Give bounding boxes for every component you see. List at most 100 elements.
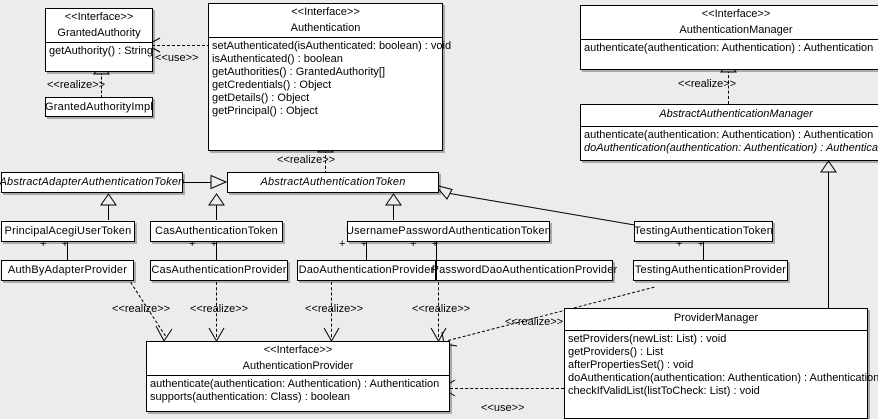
class-name-granted-authority-impl: GrantedAuthorityImpl <box>45 100 153 113</box>
class-header-authentication-manager: <<Interface>> AuthenticationManager <box>581 6 878 39</box>
label-realize-daoprovider: <<realize>> <box>305 303 364 315</box>
class-principal-acegi-user-token[interactable]: PrincipalAcegiUserToken <box>1 221 135 242</box>
stereotype-interface: <<Interface>> <box>701 8 771 20</box>
assoc-plus-cas: + + <box>189 238 218 250</box>
label-realize-abstractauthenticationtoken: <<realize>> <box>277 154 336 166</box>
class-header-provider-manager: ProviderManager <box>565 309 867 327</box>
hollow-triangle-abstractauthenticationmanager <box>820 160 837 173</box>
operations-granted-authority: getAuthority() : String <box>46 43 153 60</box>
association-testingtoken-testingprovider <box>703 242 704 260</box>
realization-casauthenticationprovider <box>216 282 217 337</box>
divider <box>46 42 152 43</box>
class-authentication-manager[interactable]: <<Interface>> AuthenticationManager auth… <box>580 5 878 70</box>
class-authentication-provider[interactable]: <<Interface>> AuthenticationProvider aut… <box>146 341 450 412</box>
association-cas-casprovider <box>216 242 217 260</box>
class-name-authentication-manager: AuthenticationManager <box>679 24 793 36</box>
operation-abstract: doAuthentication(authentication: Authent… <box>584 142 878 154</box>
class-granted-authority[interactable]: <<Interface>> GrantedAuthority getAuthor… <box>45 8 153 72</box>
operation: getProviders() : List <box>568 346 664 358</box>
class-name-password-dao-authentication-provider: PasswordDaoAuthenticationProvider <box>431 264 618 276</box>
class-provider-manager[interactable]: ProviderManager setProviders(newList: Li… <box>564 308 878 419</box>
label-realize-passworddaoprovider: <<realize>> <box>412 303 471 315</box>
realization-daoauthenticationprovider <box>331 282 332 337</box>
hollow-triangle-abstracttoken-upat <box>385 193 402 206</box>
class-abstract-authentication-token[interactable]: AbstractAuthenticationToken <box>227 172 439 193</box>
generalization-casauthenticationtoken <box>216 205 217 220</box>
class-name-dao-authentication-provider: DaoAuthenticationProvider <box>298 264 435 276</box>
label-realize-grantedauthorityimpl: <<realize>> <box>47 79 106 91</box>
operations-authentication: setAuthenticated(isAuthenticated: boolea… <box>209 38 452 120</box>
hollow-triangle-abstracttoken-cas <box>208 193 225 206</box>
operation: supports(authentication: Class) : boolea… <box>150 391 350 403</box>
class-name-testing-authentication-provider: TestingAuthenticationProvider <box>634 264 787 276</box>
class-abstract-authentication-manager[interactable]: AbstractAuthenticationManager authentica… <box>580 104 878 161</box>
divider <box>147 375 449 376</box>
stereotype-interface: <<Interface>> <box>64 11 134 23</box>
association-upat-passworddaoprovider <box>436 242 437 260</box>
class-name-principal-acegi-user-token: PrincipalAcegiUserToken <box>4 225 132 237</box>
class-name-username-password-authentication-token: UsernamePasswordAuthenticationToken <box>345 225 552 237</box>
class-dao-authentication-provider[interactable]: DaoAuthenticationProvider <box>297 260 436 281</box>
hollow-triangle-abstracttoken-testing <box>433 184 453 200</box>
class-testing-authentication-token[interactable]: TestingAuthenticationToken <box>634 221 773 242</box>
divider <box>581 39 878 40</box>
class-authentication[interactable]: <<Interface>> Authentication setAuthenti… <box>208 3 452 151</box>
class-cas-authentication-token[interactable]: CasAuthenticationToken <box>150 221 283 242</box>
stereotype-interface: <<Interface>> <box>263 344 333 356</box>
realization-abstractauthenticationmanager <box>728 70 729 104</box>
class-name-auth-by-adapter-provider: AuthByAdapterProvider <box>7 264 128 276</box>
class-header-abstract-authentication-manager: AbstractAuthenticationManager <box>581 105 878 123</box>
operation: setAuthenticated(isAuthenticated: boolea… <box>212 40 452 52</box>
association-adapter-token <box>183 182 213 183</box>
label-realize-casprovider: <<realize>> <box>190 303 249 315</box>
association-principal-authbyadapter <box>67 242 68 260</box>
operation: isAuthenticated() : boolean <box>212 53 343 65</box>
operation: getAuthority() : String <box>49 45 153 57</box>
label-realize-testingprovider: <<realize>> <box>505 316 564 328</box>
class-name-provider-manager: ProviderManager <box>673 312 759 324</box>
operation: authenticate(authentication: Authenticat… <box>584 129 874 141</box>
assoc-plus-testing: + + <box>676 238 705 250</box>
realization-passworddaoauthenticationprovider <box>438 282 439 337</box>
class-header-authentication-provider: <<Interface>> AuthenticationProvider <box>147 342 449 375</box>
dependency-providermanager-to-authenticationprovider <box>450 388 564 389</box>
realization-abstractauthenticationtoken <box>325 150 326 174</box>
generalization-principalacegiusertoken <box>108 205 109 220</box>
operations-provider-manager: setProviders(newList: List) : void getPr… <box>565 331 878 400</box>
class-cas-authentication-provider[interactable]: CasAuthenticationProvider <box>150 260 288 281</box>
class-name-testing-authentication-token: TestingAuthenticationToken <box>633 225 774 237</box>
realization-grantedauthorityimpl <box>101 72 102 98</box>
stereotype-interface: <<Interface>> <box>291 6 360 18</box>
class-testing-authentication-provider[interactable]: TestingAuthenticationProvider <box>633 260 788 281</box>
class-abstract-adapter-authentication-token[interactable]: AbstractAdapterAuthenticationToken <box>0 172 184 193</box>
class-username-password-authentication-token[interactable]: UsernamePasswordAuthenticationToken <box>345 221 552 242</box>
operation: getAuthorities() : GrantedAuthority[] <box>212 66 386 78</box>
operation: doAuthentication(authentication: Authent… <box>568 372 878 384</box>
divider <box>565 330 867 331</box>
operation: checkIfValidList(listToCheck: List) : vo… <box>568 385 760 397</box>
divider <box>581 126 878 127</box>
hollow-triangle-right-abstractauthenticationtoken <box>210 174 228 190</box>
class-granted-authority-impl[interactable]: GrantedAuthorityImpl <box>45 97 153 117</box>
assoc-plus-principal: + + <box>40 238 69 250</box>
association-upat-daoprovider <box>366 242 367 260</box>
class-name-authentication-provider: AuthenticationProvider <box>242 360 354 372</box>
operation: afterPropertiesSet() : void <box>568 359 694 371</box>
class-auth-by-adapter-provider[interactable]: AuthByAdapterProvider <box>1 260 134 281</box>
operation: getPrincipal() : Object <box>212 105 318 117</box>
assoc-plus-upat-left: + + <box>339 238 368 250</box>
label-realize-authbyadapter: <<realize>> <box>112 303 171 315</box>
operations-abstract-authentication-manager: authenticate(authentication: Authenticat… <box>581 127 878 157</box>
label-use-providermanager: <<use>> <box>481 402 525 414</box>
operation: authenticate(authentication: Authenticat… <box>150 378 440 390</box>
class-name-abstract-authentication-token: AbstractAuthenticationToken <box>260 176 406 188</box>
operation: getCredentials() : Object <box>212 79 332 91</box>
label-use-grantedauthority: <<use>> <box>155 52 199 64</box>
class-header-granted-authority: <<Interface>> GrantedAuthority <box>46 9 152 42</box>
class-name-abstract-authentication-manager: AbstractAuthenticationManager <box>659 108 813 120</box>
operations-authentication-provider: authenticate(authentication: Authenticat… <box>147 376 449 406</box>
dependency-authentication-to-grantedauthority <box>152 45 210 46</box>
operations-authentication-manager: authenticate(authentication: Authenticat… <box>581 40 878 57</box>
class-password-dao-authentication-provider[interactable]: PasswordDaoAuthenticationProvider <box>432 260 617 281</box>
